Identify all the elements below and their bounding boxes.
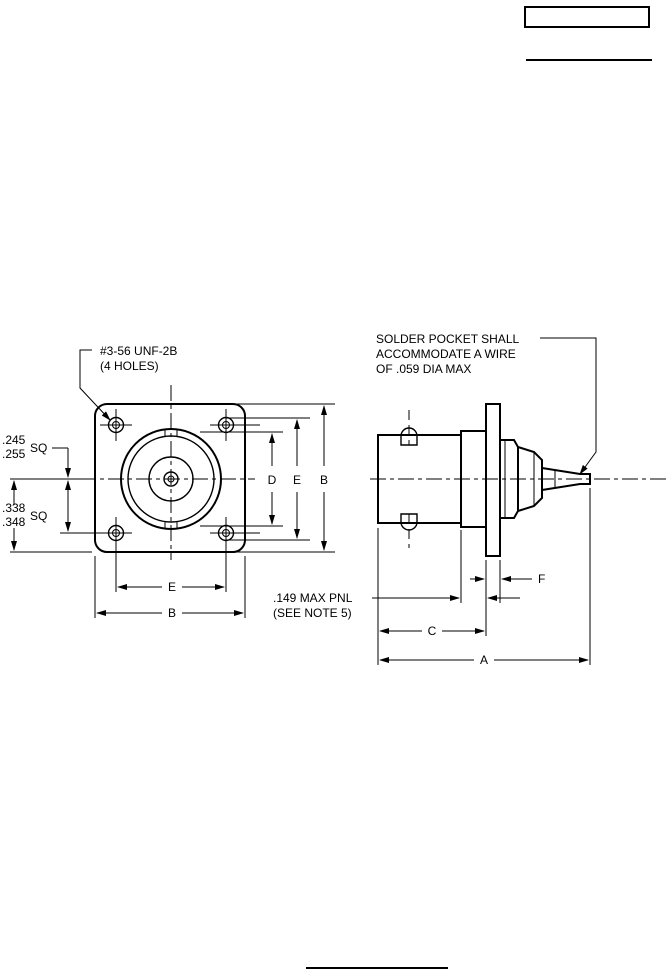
dimension-e-vertical: E — [293, 419, 301, 539]
dimension-f: F — [470, 572, 545, 586]
solder-note-line1: SOLDER POCKET SHALL — [376, 332, 519, 346]
panel-callout: .149 MAX PNL (SEE NOTE 5) — [273, 591, 520, 620]
contact-pin — [167, 475, 175, 483]
sq-large-bottom: .348 — [2, 515, 26, 529]
dim-label-e-bottom: E — [168, 580, 176, 594]
flange-outline — [94, 403, 246, 553]
thread-note-line1: #3-56 UNF-2B — [100, 344, 177, 358]
dim-label-e: E — [293, 473, 301, 487]
dimension-b-horizontal: B — [96, 606, 244, 620]
dimension-sq-small: .245 .255 SQ — [2, 433, 71, 532]
front-view — [80, 385, 260, 560]
dim-label-d: D — [268, 473, 277, 487]
sq-small-suffix: SQ — [30, 441, 47, 455]
dimension-a: A — [379, 653, 589, 667]
dimension-sq-large: .338 .348 SQ — [2, 480, 47, 551]
bayonet-pin-bottom — [400, 513, 418, 531]
dielectric-circle — [148, 456, 194, 502]
dim-label-f: F — [538, 572, 545, 586]
side-flange — [485, 403, 501, 557]
dim-label-b-bottom: B — [168, 606, 176, 620]
solder-note-line2: ACCOMMODATE A WIRE — [376, 347, 516, 361]
solder-callout: SOLDER POCKET SHALL ACCOMMODATE A WIRE O… — [376, 332, 597, 475]
solder-note-line3: OF .059 DIA MAX — [376, 362, 471, 376]
thread-note-line2: (4 HOLES) — [100, 359, 159, 373]
dimension-d: D — [268, 433, 277, 525]
sq-small-top: .245 — [2, 433, 26, 447]
dimension-e-horizontal: E — [117, 580, 225, 594]
sq-large-suffix: SQ — [30, 509, 47, 523]
sq-large-top: .338 — [2, 501, 26, 515]
bayonet-pin-top — [400, 427, 418, 446]
dimension-c: C — [379, 624, 485, 638]
body-inner-circle — [127, 435, 215, 523]
dim-label-a: A — [480, 653, 488, 667]
side-view — [370, 403, 670, 557]
dim-label-c: C — [428, 624, 437, 638]
thread-callout: #3-56 UNF-2B (4 HOLES) — [79, 344, 177, 421]
footer-rule — [306, 967, 448, 969]
contact-circle — [163, 471, 179, 487]
header-box — [524, 6, 650, 28]
body-outer-circle — [120, 428, 222, 530]
header-rule — [526, 59, 652, 61]
dimension-b-vertical: B — [320, 405, 328, 551]
panel-note-line1: .149 MAX PNL — [273, 591, 353, 605]
dim-label-b: B — [320, 473, 328, 487]
sq-small-bottom: .255 — [2, 447, 26, 461]
panel-note-line2: (SEE NOTE 5) — [273, 606, 352, 620]
